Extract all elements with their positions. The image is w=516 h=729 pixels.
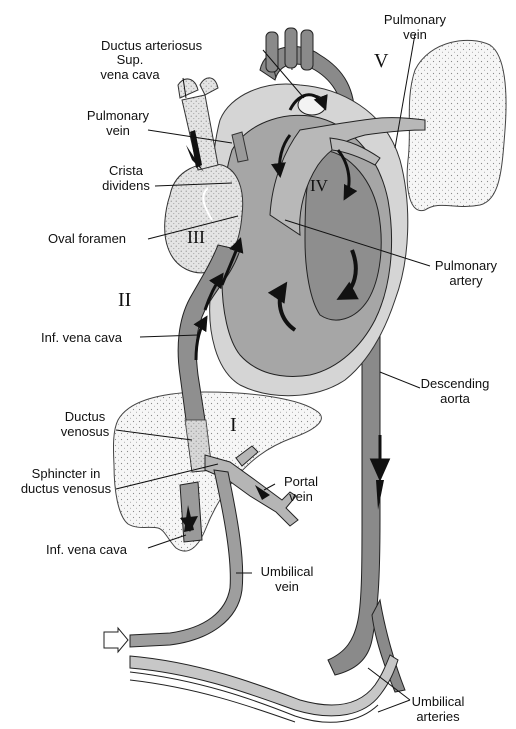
numeral-v: V — [374, 50, 388, 73]
label-line: Crista — [96, 163, 156, 178]
label-line: venosus — [55, 424, 115, 439]
label-descending-aorta: Descending aorta — [415, 376, 495, 406]
label-line: Portal — [276, 474, 326, 489]
label-line: vein — [380, 27, 450, 42]
label-line: Ductus — [55, 409, 115, 424]
numeral-iii: III — [187, 227, 205, 248]
label-line: Umbilical — [403, 694, 473, 709]
label-line: dividens — [96, 178, 156, 193]
numeral-i: I — [230, 414, 237, 437]
label-pulmonary-vein-left: Pulmonary vein — [83, 108, 153, 138]
numeral-ii: II — [118, 289, 131, 312]
label-line: Descending — [415, 376, 495, 391]
label-sphincter-in-ductus-venosus: Sphincter in ductus venosus — [16, 466, 116, 496]
label-inf-vena-cava-upper: Inf. vena cava — [41, 330, 122, 345]
label-ductus-arteriosus: Ductus arteriosus — [101, 38, 202, 53]
label-ductus-venosus: Ductus venosus — [55, 409, 115, 439]
label-line: ductus venosus — [16, 481, 116, 496]
label-line: vein — [276, 489, 326, 504]
label-line: Pulmonary — [380, 12, 450, 27]
label-sup-vena-cava: Sup. vena cava — [75, 52, 185, 82]
label-inf-vena-cava-lower: Inf. vena cava — [46, 542, 127, 557]
label-line: Pulmonary — [431, 258, 501, 273]
label-line: arteries — [403, 709, 473, 724]
label-line: Umbilical — [252, 564, 322, 579]
label-line: aorta — [415, 391, 495, 406]
label-line: Sup. — [75, 52, 185, 67]
label-line: vena cava — [75, 67, 185, 82]
label-umbilical-arteries: Umbilical arteries — [403, 694, 473, 724]
label-pulmonary-vein-top: Pulmonary vein — [380, 12, 450, 42]
label-umbilical-vein: Umbilical vein — [252, 564, 322, 594]
numeral-iv: IV — [310, 176, 328, 196]
label-crista-dividens: Crista dividens — [96, 163, 156, 193]
label-line: Pulmonary — [83, 108, 153, 123]
label-portal-vein: Portal vein — [276, 474, 326, 504]
label-oval-foramen: Oval foramen — [48, 231, 126, 246]
label-line: vein — [252, 579, 322, 594]
label-line: Sphincter in — [16, 466, 116, 481]
label-line: artery — [431, 273, 501, 288]
label-pulmonary-artery: Pulmonary artery — [431, 258, 501, 288]
label-line: vein — [83, 123, 153, 138]
